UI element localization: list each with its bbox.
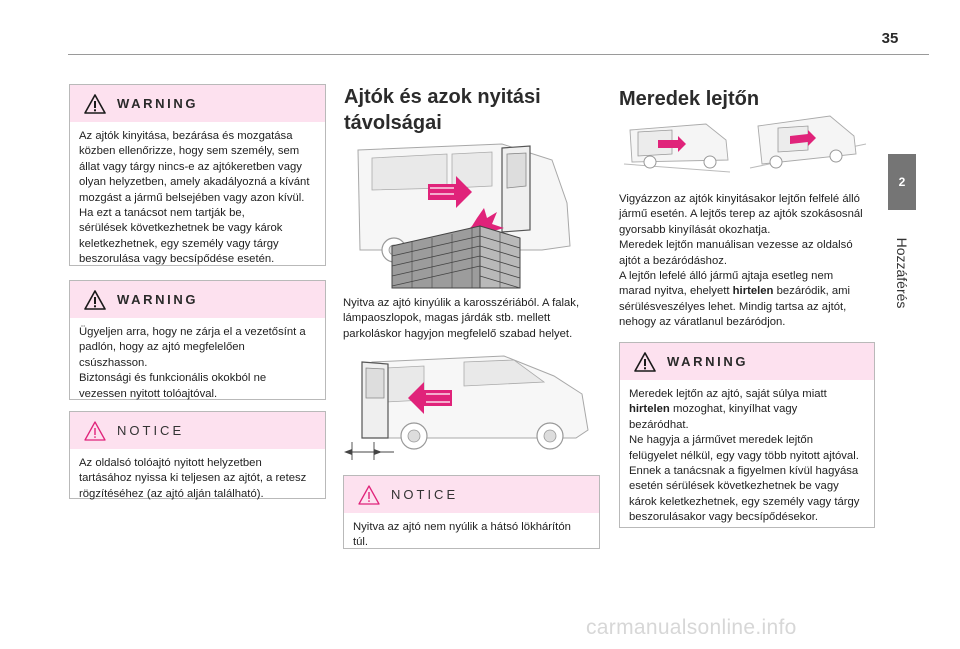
- watermark: carmanualsonline.info: [586, 616, 797, 639]
- warning-triangle-icon: [634, 351, 656, 372]
- section-title-slope: Meredek lejtőn: [619, 88, 760, 110]
- warning-triangle-icon: [84, 289, 106, 310]
- warning-label: WARNING: [117, 292, 199, 307]
- van-open-door-wall-illustration: [357, 143, 571, 289]
- header-rule: [68, 54, 929, 55]
- notice-header: NOTICE: [344, 476, 599, 513]
- chapter-number: 2: [898, 175, 906, 189]
- doors-body-text: Nyitva az ajtó kinyúlik a karosszériából…: [343, 297, 580, 340]
- notice-label: NOTICE: [117, 423, 185, 438]
- notice-triangle-icon: [358, 484, 380, 505]
- warning-triangle-icon: [84, 93, 106, 114]
- warning-box-slope: WARNING Meredek lejtőn az ajtó, saját sú…: [619, 342, 875, 528]
- notice-label: NOTICE: [391, 487, 459, 502]
- chapter-title: Hozzáférés: [894, 237, 910, 309]
- warning-header: WARNING: [70, 281, 325, 318]
- warning-header: WARNING: [70, 85, 325, 122]
- warning-label: WARNING: [117, 96, 199, 111]
- notice-box-bumper: NOTICE Nyitva az ajtó nem nyúlik a hátsó…: [343, 475, 600, 549]
- warning-text: Meredek lejtőn az ajtó, saját súlya miat…: [629, 388, 860, 524]
- page-number: 35: [881, 30, 899, 47]
- warning-text: Az ajtók kinyitása, bezárása és mozgatás…: [79, 130, 310, 266]
- van-on-slope-illustration: [623, 115, 867, 173]
- notice-box-sliding-door: NOTICE Az oldalsó tolóajtó nyitott helyz…: [69, 411, 326, 500]
- chapter-tab[interactable]: 2: [888, 154, 916, 210]
- warning-box-guide-rail: WARNING Ügyeljen arra, hogy ne zárja el …: [69, 280, 326, 400]
- van-side-door-clearance-illustration: [344, 355, 589, 460]
- notice-text: Nyitva az ajtó nem nyúlik a hátsó lökhár…: [353, 521, 571, 549]
- section-title-doors: Ajtók és azok nyitási távolságai: [344, 86, 541, 134]
- notice-header: NOTICE: [70, 412, 325, 449]
- warning-text: Ügyeljen arra, hogy ne zárja el a vezető…: [79, 326, 306, 400]
- slope-body-text: Vigyázzon az ajtók kinyitásakor lejtőn f…: [619, 193, 863, 329]
- notice-text: Az oldalsó tolóajtó nyitott helyzetben t…: [79, 457, 307, 500]
- warning-label: WARNING: [667, 354, 749, 369]
- warning-header: WARNING: [620, 343, 874, 380]
- notice-triangle-icon: [84, 420, 106, 441]
- warning-box-doors: WARNING Az ajtók kinyitása, bezárása és …: [69, 84, 326, 266]
